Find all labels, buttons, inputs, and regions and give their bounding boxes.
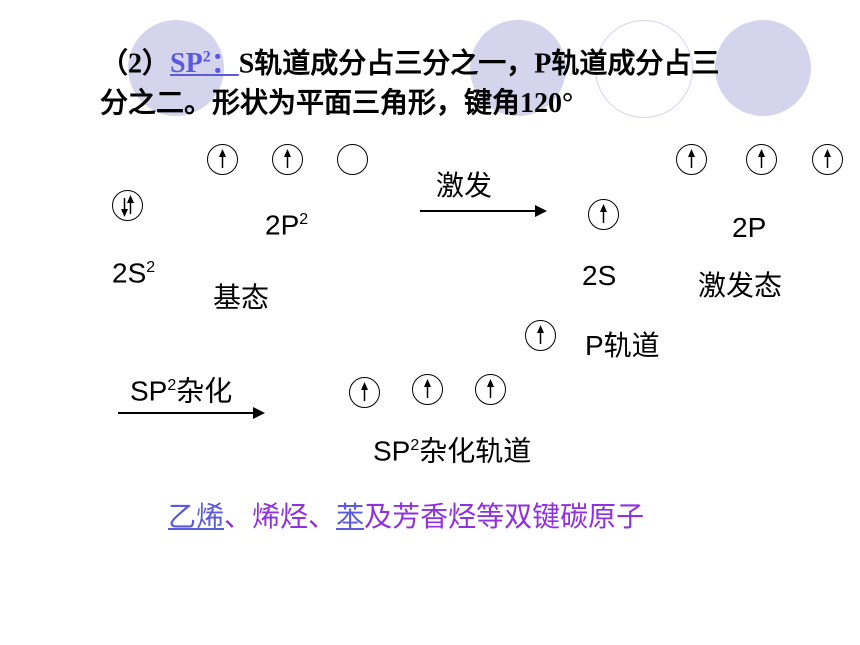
orbital-hybrid-2	[412, 374, 443, 405]
label-excited-state: 激发态	[698, 270, 783, 301]
orbital-ground-2s	[112, 190, 143, 221]
electron-arrows	[824, 149, 831, 168]
orbital-ground-2p-2	[272, 144, 303, 175]
excite-arrow	[420, 205, 547, 217]
footer-rest: 及芳香烃等双键碳原子	[364, 501, 645, 532]
electron-arrows	[219, 149, 226, 168]
orbital-ground-2p-1	[207, 144, 238, 175]
label-ground-state: 基态	[213, 282, 270, 313]
orbital-excited-2s	[588, 199, 619, 230]
electron-arrows	[284, 149, 291, 168]
orbital-hybrid-1	[349, 377, 380, 408]
label-excite: 激发	[436, 170, 493, 201]
title-line1: S轨道成分占三分之一，P轨道成分占三	[238, 48, 720, 80]
electron-up-arrow	[424, 379, 431, 398]
orbital-ground-2p-3	[337, 144, 368, 175]
electron-arrows	[758, 149, 765, 168]
electron-arrows	[688, 149, 695, 168]
label-sp2-hybridization: SP2杂化	[130, 375, 233, 407]
electron-up-arrow	[537, 325, 544, 344]
label-2p2: 2P2	[265, 209, 309, 241]
footer-text: 乙烯、烯烃、苯及芳香烃等双键碳原子	[168, 501, 645, 532]
decor-ring-1	[595, 20, 693, 118]
electron-arrows	[424, 379, 431, 398]
electron-up-arrow	[361, 382, 368, 401]
electron-arrows	[121, 195, 134, 217]
benzene-link[interactable]: 苯	[336, 501, 365, 532]
electron-arrows	[487, 379, 494, 398]
electron-up-arrow	[127, 195, 134, 214]
label-sp2-hybrid-orbital: SP2杂化轨道	[373, 435, 532, 467]
decor-circle-2	[470, 20, 566, 116]
orbital-p	[525, 320, 556, 351]
title-line2: 分之二。形状为平面三角形，键角120°	[100, 88, 574, 120]
electron-down-arrow	[121, 198, 128, 217]
electron-up-arrow	[284, 149, 291, 168]
label-excited-2s: 2S	[582, 260, 617, 291]
electron-arrows	[361, 382, 368, 401]
electron-up-arrow	[600, 204, 607, 223]
orbital-excited-2p-1	[676, 144, 707, 175]
electron-arrows	[600, 204, 607, 223]
electron-arrows	[537, 325, 544, 344]
orbital-excited-2p-3	[812, 144, 843, 175]
hybridization-arrow	[118, 407, 265, 419]
orbital-excited-2p-2	[746, 144, 777, 175]
decor-circle-1	[128, 20, 224, 116]
footer-alkenes: 烯烃	[252, 501, 309, 532]
electron-up-arrow	[219, 149, 226, 168]
electron-up-arrow	[824, 149, 831, 168]
label-2s2: 2S2	[112, 257, 156, 289]
electron-up-arrow	[487, 379, 494, 398]
electron-up-arrow	[688, 149, 695, 168]
orbital-hybrid-3	[475, 374, 506, 405]
label-excited-2p: 2P	[732, 212, 767, 243]
label-p-orbital: P轨道	[585, 330, 660, 361]
sp2-link[interactable]: SP2：	[170, 48, 239, 80]
page-title: （2）SP2：S轨道成分占三分之一，P轨道成分占三 分之二。形状为平面三角形，键…	[100, 38, 850, 124]
ethylene-link[interactable]: 乙烯	[168, 501, 225, 532]
title-prefix: （2）	[100, 48, 171, 80]
decor-circle-3	[715, 20, 811, 116]
electron-arrows	[338, 145, 367, 174]
electron-up-arrow	[758, 149, 765, 168]
